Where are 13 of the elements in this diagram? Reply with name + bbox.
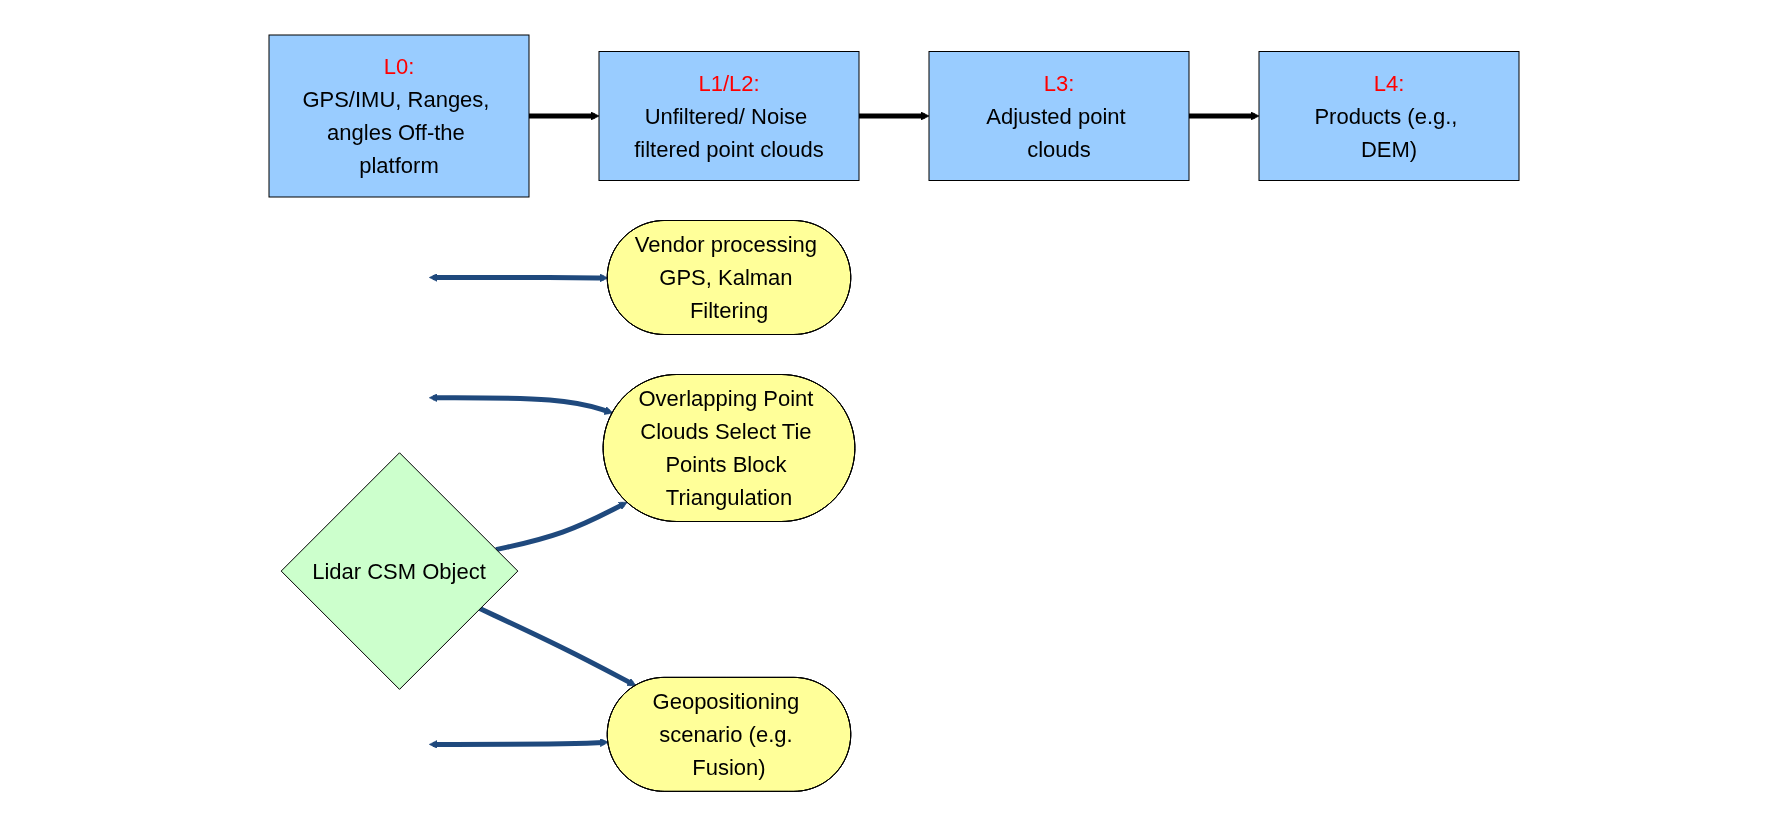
node-diamond: Lidar CSM Object	[280, 452, 519, 690]
arrow	[529, 111, 600, 121]
arrow	[429, 272, 609, 283]
node-box: L1/L2: Unfiltered/ Noise filtered point clouds	[598, 50, 860, 181]
arrow	[1189, 111, 1260, 121]
arrow	[495, 501, 628, 552]
node-box: L3: Adjusted point clouds	[928, 50, 1190, 181]
arrow	[429, 738, 609, 749]
node-box: L4: Products (e.g., DEM)	[1258, 50, 1520, 181]
node-box: L0: GPS/IMU, Ranges, angles Off-the platform	[268, 34, 530, 198]
arrow	[478, 606, 637, 686]
arrow	[859, 111, 930, 121]
arrow	[429, 393, 614, 415]
